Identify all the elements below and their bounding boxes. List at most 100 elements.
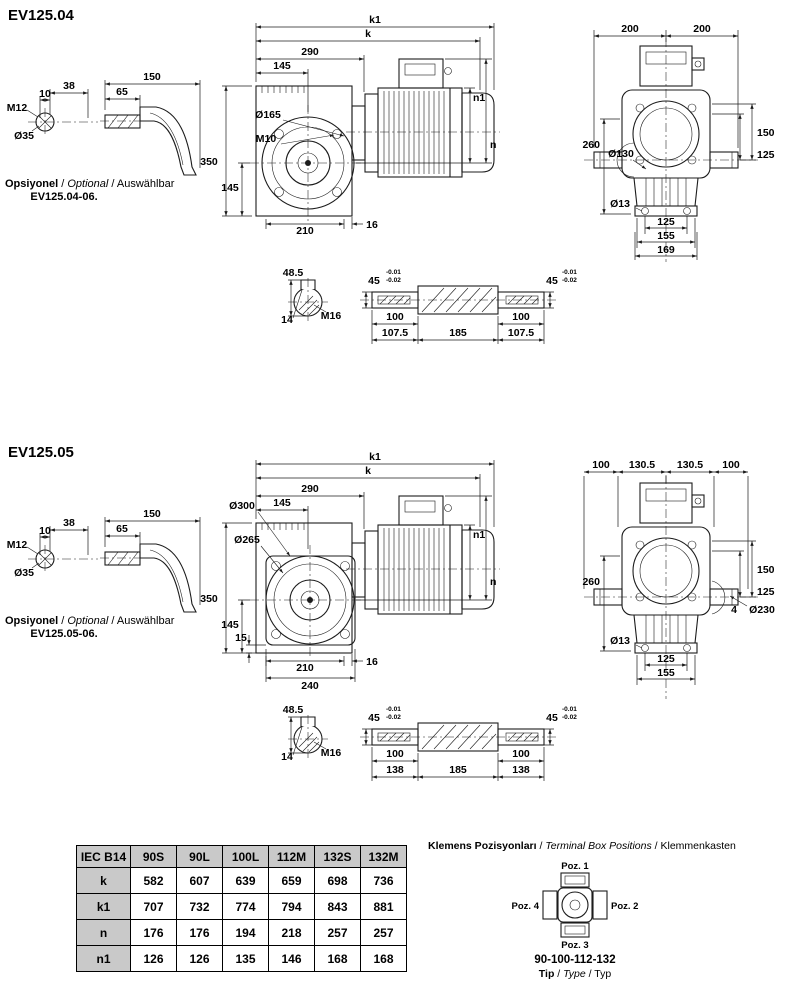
ev04-dim-350: 350 [200,156,218,168]
ev05-dim-65: 65 [116,523,128,535]
table-cell: 774 [222,893,269,920]
ev05-dim-138-right: 138 [512,764,530,776]
table-cell: 176 [130,919,177,946]
terminal-type-line: Tip / Type / Typ [539,968,612,980]
table-cell: 707 [130,893,177,920]
table-cell: 135 [222,945,269,972]
ev04-dim-16: 16 [366,219,378,231]
ev05-front-view [584,475,758,699]
ev05-dim-n1: n1 [473,529,485,541]
ev05-tol-lower-right: -0.02 [562,714,577,721]
table-cell: 176 [176,919,223,946]
table-row-k: k 582 607 639 659 698 736 [76,867,407,894]
table-header-100l: 100L [222,845,269,868]
ev05-dim-240: 240 [301,680,319,692]
ev04-dim-1075-right: 107.5 [508,327,534,339]
ev04-motor-side [345,58,501,178]
table-cell: 168 [314,945,361,972]
ev05-dim-16: 16 [366,656,378,668]
ev05-flange-detail [100,517,200,612]
ev05-dim-145-left: 145 [221,619,239,631]
ev04-dim-125-right: 125 [757,149,775,161]
ev05-motor-side [345,495,501,615]
ev04-dim-45-right: 45 [546,275,558,287]
poz1-label: Poz. 1 [561,861,589,872]
poz4-label: Poz. 4 [512,901,540,912]
terminal-model: 90-100-112-132 [534,954,615,966]
ev04-side-dimensions [222,23,494,229]
table-header-iec: IEC B14 [76,845,131,868]
ev05-section: EV125.05 Opsiyonel / Optional / Auswählb… [5,444,775,781]
dimension-table: IEC B14 90S 90L 100L 112M 132S 132M k 58… [76,845,407,972]
ev04-dim-169: 169 [657,244,675,256]
table-cell: 146 [268,945,315,972]
ev04-dim-65: 65 [116,86,128,98]
table-header-90s: 90S [130,845,177,868]
table-cell: 732 [176,893,223,920]
table-cell: 698 [314,867,361,894]
ev05-dim-150-right: 150 [757,564,775,576]
ev04-dim-1075-left: 107.5 [382,327,408,339]
ev05-tol-upper-right: -0.01 [562,706,577,713]
ev05-dim-k1: k1 [369,451,381,463]
table-row-k1: k1 707 732 774 794 843 881 [76,893,407,920]
table-cell: 843 [314,893,361,920]
table-header-112m: 112M [268,845,315,868]
table-header-row: IEC B14 90S 90L 100L 112M 132S 132M [76,845,407,868]
table-cell: 736 [360,867,407,894]
ev04-dim-100-right: 100 [512,311,530,323]
ev04-optional-note: Opsiyonel / Optional / Auswählbar [5,178,175,190]
poz2-label: Poz. 2 [611,901,638,912]
ev05-dim-350: 350 [200,593,218,605]
ev05-front-extras [583,470,749,615]
ev04-tol-upper-right: -0.01 [562,269,577,276]
table-row-n: n 176 176 194 218 257 257 [76,919,407,946]
ev05-dim-dia300: Ø300 [229,500,255,512]
ev05-dim-m16: M16 [321,747,342,759]
table-cell: 257 [314,919,361,946]
ev05-dim-125-right: 125 [757,586,775,598]
table-cell: 218 [268,919,315,946]
ev05-dim-185: 185 [449,764,467,776]
ev05-side-dimensions [222,460,494,666]
ev04-tol-lower-left: -0.02 [386,277,401,284]
ev05-housing [250,511,366,658]
ev05-dim-38: 38 [63,517,75,529]
table-header-90l: 90L [176,845,223,868]
ev05-dim-14: 14 [281,751,293,763]
ev05-dim-125-bottom: 125 [657,653,675,665]
row-label-k1: k1 [76,893,131,920]
ev05-dim-100-right: 100 [512,748,530,760]
ev04-dim-260: 260 [582,139,600,151]
ev05-dim-100-topright: 100 [722,459,740,471]
ev04-dim-145-top: 145 [273,60,291,72]
ev04-dim-45-left: 45 [368,275,380,287]
ev05-optional-note: Opsiyonel / Optional / Auswählbar [5,615,175,627]
ev05-dim-100-topleft: 100 [592,459,610,471]
ev05-dim-m12: M12 [7,539,28,551]
ev04-dim-m16: M16 [321,310,342,322]
ev05-dim-dia13: Ø13 [610,635,630,647]
ev04-dim-185: 185 [449,327,467,339]
table-cell: 126 [130,945,177,972]
ev04-dim-150-right: 150 [757,127,775,139]
row-label-n: n [76,919,131,946]
ev04-dim-200-left: 200 [621,23,639,35]
ev04-dim-dia13: Ø13 [610,198,630,210]
ev04-dim-155: 155 [657,230,675,242]
ev05-option-detail [27,526,98,573]
table-cell: 194 [222,919,269,946]
ev05-dim-145-top: 145 [273,497,291,509]
ev04-flange-detail [100,80,200,175]
ev05-dim-100-left: 100 [386,748,404,760]
poz3-label: Poz. 3 [561,940,588,951]
ev05-dim-485: 48.5 [283,704,304,716]
ev04-dim-100-left: 100 [386,311,404,323]
table-cell: 659 [268,867,315,894]
ev04-dim-200-right: 200 [693,23,711,35]
ev05-dim-dia35: Ø35 [14,567,34,579]
table-cell: 639 [222,867,269,894]
terminal-title: Klemens Pozisyonları / Terminal Box Posi… [428,840,736,852]
ev04-dim-14: 14 [281,314,293,326]
